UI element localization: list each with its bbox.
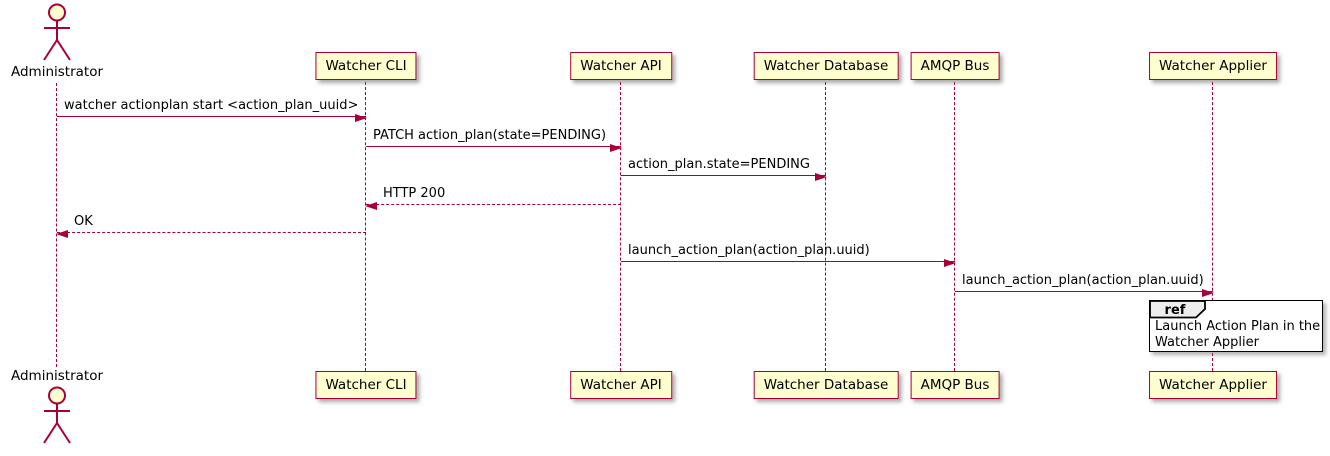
message-line bbox=[621, 175, 826, 176]
participant-watcher-cli-top: Watcher CLI bbox=[315, 52, 417, 80]
lifeline-watcher-cli bbox=[365, 82, 366, 371]
message-label: action_plan.state=PENDING bbox=[628, 157, 810, 172]
lifeline-amqp-bus bbox=[954, 82, 955, 371]
message-state-pending: action_plan.state=PENDING bbox=[621, 156, 827, 181]
message-line bbox=[366, 146, 621, 147]
message-launch-action-plan-amqp: launch_action_plan(action_plan.uuid) bbox=[621, 242, 956, 267]
actor-label-bottom: Administrator bbox=[10, 368, 104, 384]
ref-text-line: Watcher Applier bbox=[1155, 335, 1259, 350]
message-label: PATCH action_plan(state=PENDING) bbox=[373, 128, 607, 143]
participant-watcher-applier-top: Watcher Applier bbox=[1149, 52, 1277, 80]
arrowhead-icon bbox=[1202, 288, 1214, 297]
arrowhead-icon bbox=[815, 172, 827, 181]
message-http-200: HTTP 200 bbox=[365, 185, 621, 210]
message-actionplan-start: watcher actionplan start <action_plan_uu… bbox=[57, 97, 367, 122]
participant-amqp-bus-top: AMQP Bus bbox=[910, 52, 1000, 80]
message-label: launch_action_plan(action_plan.uuid) bbox=[628, 243, 870, 258]
ref-content: Launch Action Plan in the Watcher Applie… bbox=[1155, 319, 1320, 351]
message-label: HTTP 200 bbox=[383, 186, 446, 201]
participant-watcher-cli-bottom: Watcher CLI bbox=[315, 371, 417, 399]
actor-icon bbox=[43, 386, 71, 444]
ref-keyword-tab: ref bbox=[1149, 300, 1206, 319]
arrowhead-icon bbox=[944, 258, 956, 267]
lifeline-watcher-applier bbox=[1212, 82, 1213, 371]
message-launch-action-plan-applier: launch_action_plan(action_plan.uuid) bbox=[955, 272, 1214, 297]
ref-keyword-label: ref bbox=[1165, 303, 1186, 318]
message-line bbox=[57, 232, 366, 233]
arrowhead-icon bbox=[355, 113, 367, 122]
arrowhead-icon bbox=[365, 201, 377, 210]
message-ok: OK bbox=[56, 213, 366, 238]
actor-icon bbox=[43, 3, 71, 61]
ref-fragment: ref Launch Action Plan in the Watcher Ap… bbox=[1149, 300, 1323, 352]
arrowhead-icon bbox=[56, 229, 68, 238]
message-label: OK bbox=[74, 214, 93, 229]
lifeline-watcher-api bbox=[620, 82, 621, 371]
lifeline-administrator bbox=[56, 83, 57, 367]
arrowhead-icon bbox=[610, 143, 622, 152]
message-label: watcher actionplan start <action_plan_uu… bbox=[64, 98, 359, 113]
participant-watcher-api-top: Watcher API bbox=[570, 52, 672, 80]
ref-text-line: Launch Action Plan in the bbox=[1155, 319, 1321, 334]
message-label: launch_action_plan(action_plan.uuid) bbox=[962, 273, 1204, 288]
participant-watcher-api-bottom: Watcher API bbox=[570, 371, 672, 399]
participant-watcher-applier-bottom: Watcher Applier bbox=[1149, 371, 1277, 399]
lifeline-watcher-database bbox=[825, 82, 826, 371]
participant-watcher-database-top: Watcher Database bbox=[753, 52, 899, 80]
message-patch-action-plan: PATCH action_plan(state=PENDING) bbox=[366, 127, 622, 152]
participant-watcher-database-bottom: Watcher Database bbox=[753, 371, 899, 399]
message-line bbox=[366, 204, 621, 205]
participant-amqp-bus-bottom: AMQP Bus bbox=[910, 371, 1000, 399]
message-line bbox=[955, 291, 1213, 292]
actor-label-top: Administrator bbox=[10, 64, 104, 80]
message-line bbox=[57, 116, 366, 117]
message-line bbox=[621, 261, 955, 262]
